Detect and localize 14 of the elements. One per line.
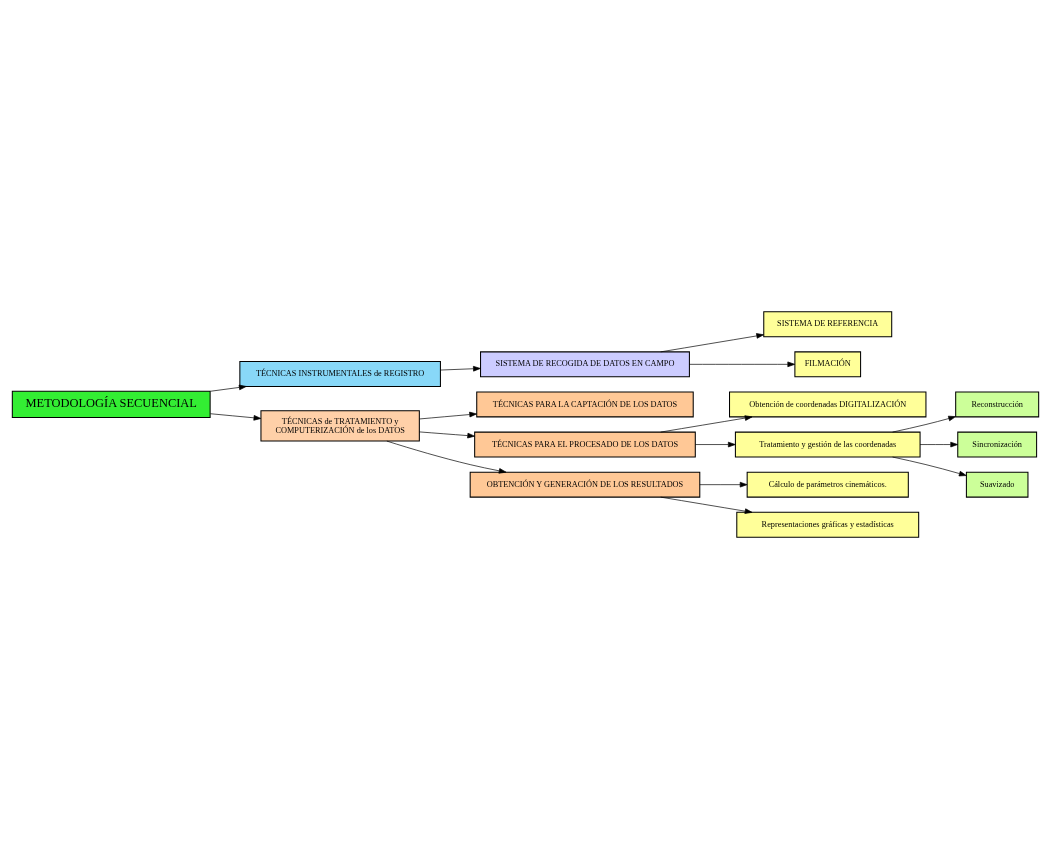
arrow [919,441,958,447]
arrow [440,365,481,371]
arrow [660,496,753,514]
arrow [892,456,967,476]
arrow [386,440,507,474]
arrow [210,412,262,421]
arrow [419,431,475,438]
node-box: METODOLOGÍA SECUENCIAL [11,390,211,418]
arrow [660,332,764,352]
arrow [689,361,796,367]
arrow [210,384,247,392]
arrow [699,481,748,487]
arrow [419,411,477,419]
arrow [695,441,736,447]
